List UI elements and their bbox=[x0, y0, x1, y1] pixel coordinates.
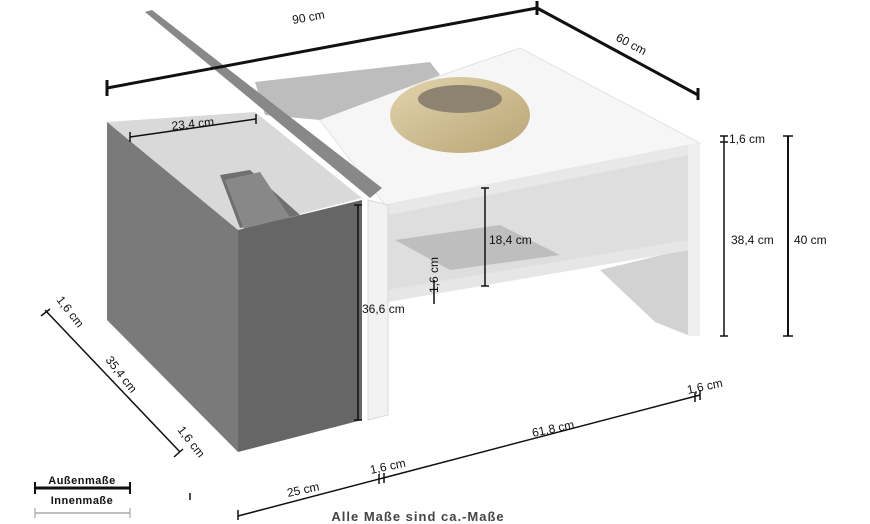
approximate-dimensions-note: Alle Maße sind ca.-Maße bbox=[331, 509, 504, 524]
open-section-width-label: 61,8 cm bbox=[531, 417, 576, 440]
inner-height-label: 38,4 cm bbox=[731, 233, 774, 247]
legend-outer-label: Außenmaße bbox=[48, 475, 115, 487]
compartment-width-label: 25 cm bbox=[286, 479, 321, 499]
shelf bbox=[388, 240, 690, 302]
width-label: 90 cm bbox=[291, 7, 326, 26]
legend: Außenmaße Innenmaße bbox=[34, 475, 131, 518]
dimension-lines bbox=[40, 1, 793, 520]
magazines-shelf bbox=[395, 225, 560, 270]
decor-bowl bbox=[390, 77, 530, 153]
legend-inner-label: Innenmaße bbox=[51, 495, 114, 507]
cushion bbox=[225, 172, 295, 232]
right-leg bbox=[688, 143, 700, 336]
side-front-thickness-label: 1,6 cm bbox=[175, 423, 208, 460]
shelf-clearance-label: 18,4 cm bbox=[489, 233, 532, 247]
total-height-label: 40 cm bbox=[794, 233, 827, 247]
compartment-inner-width-label: 23,4 cm bbox=[171, 115, 215, 133]
storage-compartment bbox=[107, 10, 382, 452]
divider-panel bbox=[367, 199, 389, 421]
lid bbox=[145, 10, 382, 198]
compartment-height-label: 36,6 cm bbox=[362, 302, 405, 316]
magazine-top bbox=[255, 62, 440, 120]
right-leg-thickness-label: 1,6 cm bbox=[686, 376, 724, 397]
top-thickness-label: 1,6 cm bbox=[729, 132, 765, 146]
shelf-thickness-label: 1,6 cm bbox=[427, 257, 441, 293]
compartment-depth-label: 35,4 cm bbox=[103, 353, 140, 395]
